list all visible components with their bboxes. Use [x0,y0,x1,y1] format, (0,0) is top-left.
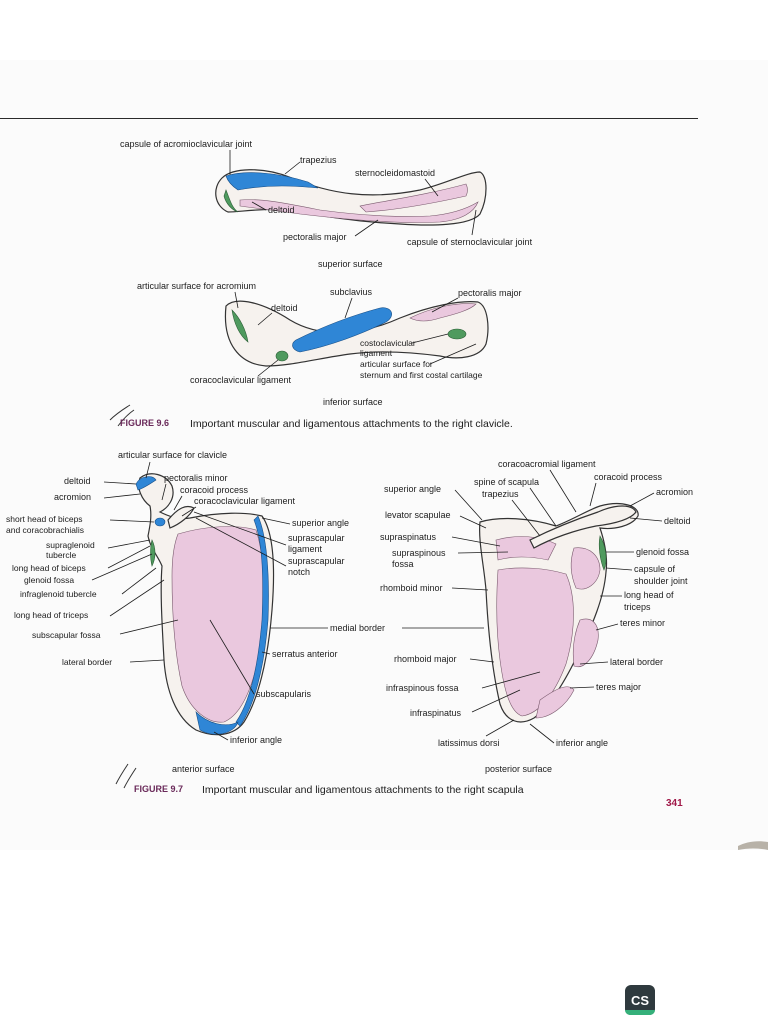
label-infraglenoid: infraglenoid tubercle [20,589,97,599]
label-supraspinous-1: supraspinous [392,548,446,558]
label-articular-clavicle: articular surface for clavicle [118,450,227,460]
label-articular-sternum-2: sternum and first costal cartilage [360,370,483,380]
scapula-posterior-labels: coracoacromial ligament coracoid process… [380,459,693,774]
label-posterior-surface: posterior surface [485,764,552,774]
page-number: 341 [666,798,683,809]
label-lateral-border-post: lateral border [610,657,663,667]
label-superior-angle-post: superior angle [384,484,441,494]
label-acromion-ant: acromion [54,492,91,502]
label-costoclavicular-1: costoclavicular [360,338,416,348]
clavicle-inferior-drawing [224,300,489,367]
label-levator: levator scapulae [385,510,451,520]
label-inferior-angle-ant: inferior angle [230,735,282,745]
label-articular-acromium: articular surface for acromium [137,281,256,291]
label-pectoralis-minor: pectoralis minor [164,473,228,483]
label-spine-1: spine of scapula [474,477,539,487]
scapula-anterior-drawing [135,473,275,736]
label-sternocleidomastoid: sternocleidomastoid [355,168,435,178]
label-teres-minor: teres minor [620,618,665,628]
label-short-head-1: short head of biceps [6,514,83,524]
label-superior-angle-ant: superior angle [292,518,349,528]
label-long-head-2: triceps [624,602,651,612]
label-capsule-acromioclavicular: capsule of acromioclavicular joint [120,139,253,149]
label-coracoid-post: coracoid process [594,472,663,482]
label-inferior-surface: inferior surface [323,397,383,407]
label-supraglenoid-2: tubercle [46,550,77,560]
label-pectoralis-major: pectoralis major [283,232,347,242]
label-glenoid-post: glenoid fossa [636,547,689,557]
label-long-head-triceps-ant: long head of triceps [14,610,88,620]
camscanner-badge: CS [625,985,655,1015]
label-rhomboid-major: rhomboid major [394,654,457,664]
label-serratus-anterior: serratus anterior [272,649,338,659]
label-lateral-border-ant: lateral border [62,657,112,667]
label-deltoid-inf: deltoid [271,303,298,313]
caption-9-6-text: Important muscular and ligamentous attac… [190,418,513,430]
label-latissimus: latissimus dorsi [438,738,500,748]
caption-9-7-number: FIGURE 9.7 [134,784,183,794]
label-deltoid: deltoid [268,205,295,215]
clavicle-superior-labels: capsule of acromioclavicular joint trape… [120,139,533,269]
label-spine-2: trapezius [482,489,519,499]
header-rule [0,118,698,119]
label-inferior-angle-post: inferior angle [556,738,608,748]
label-suprascapular-notch-1: suprascapular [288,556,345,566]
label-supraspinous-2: fossa [392,559,414,569]
label-coracoid-ant: coracoid process [180,485,249,495]
caption-9-7-text: Important muscular and ligamentous attac… [202,784,524,796]
label-medial-border: medial border [330,623,385,633]
caption-figure-9-6: FIGURE 9.6 Important muscular and ligame… [109,404,513,430]
label-supraglenoid-1: supraglenoid [46,540,95,550]
label-suprascapular-lig-1: suprascapular [288,533,345,543]
label-long-head-biceps: long head of biceps [12,563,86,573]
scan-artifact [738,841,768,850]
label-articular-sternum-1: articular surface for [360,359,433,369]
label-coracoclavicular: coracoclavicular ligament [190,375,292,385]
label-glenoid-ant: glenoid fossa [24,575,74,585]
label-infraspinatus: infraspinatus [410,708,462,718]
label-acromion-post: acromion [656,487,693,497]
clavicle-superior-drawing [215,169,487,226]
label-supraspinatus: supraspinatus [380,532,437,542]
label-suprascapular-lig-2: ligament [288,544,323,554]
label-capsule-sternoclavicular: capsule of sternoclavicular joint [407,237,533,247]
label-teres-major: teres major [596,682,641,692]
clavicle-inferior-labels: articular surface for acromium subclaviu… [137,281,522,407]
label-anterior-surface: anterior surface [172,764,235,774]
label-short-head-2: and coracobrachialis [6,525,84,535]
label-deltoid-ant: deltoid [64,476,91,486]
scapula-anterior-labels: articular surface for clavicle deltoid a… [6,450,484,774]
label-subclavius: subclavius [330,287,373,297]
label-pectoralis-major-inf: pectoralis major [458,288,522,298]
label-capsule-1: capsule of [634,564,676,574]
caption-figure-9-7: FIGURE 9.7 Important muscular and ligame… [115,763,524,796]
scanned-page-area [0,60,768,850]
label-long-head-1: long head of [624,590,674,600]
label-rhomboid-minor: rhomboid minor [380,583,443,593]
label-trapezius: trapezius [300,155,337,165]
label-capsule-2: shoulder joint [634,576,688,586]
label-infraspinous-fossa: infraspinous fossa [386,683,459,693]
label-costoclavicular-2: ligament [360,348,393,358]
label-suprascapular-notch-2: notch [288,567,310,577]
label-coracoclavicular-ant: coracoclavicular ligament [194,496,296,506]
label-subscapular-fossa: subscapular fossa [32,630,101,640]
caption-9-6-number: FIGURE 9.6 [120,418,169,428]
label-subscapularis: subscapularis [256,689,312,699]
label-coracoacromial: coracoacromial ligament [498,459,596,469]
label-superior-surface: superior surface [318,259,383,269]
label-deltoid-post: deltoid [664,516,691,526]
